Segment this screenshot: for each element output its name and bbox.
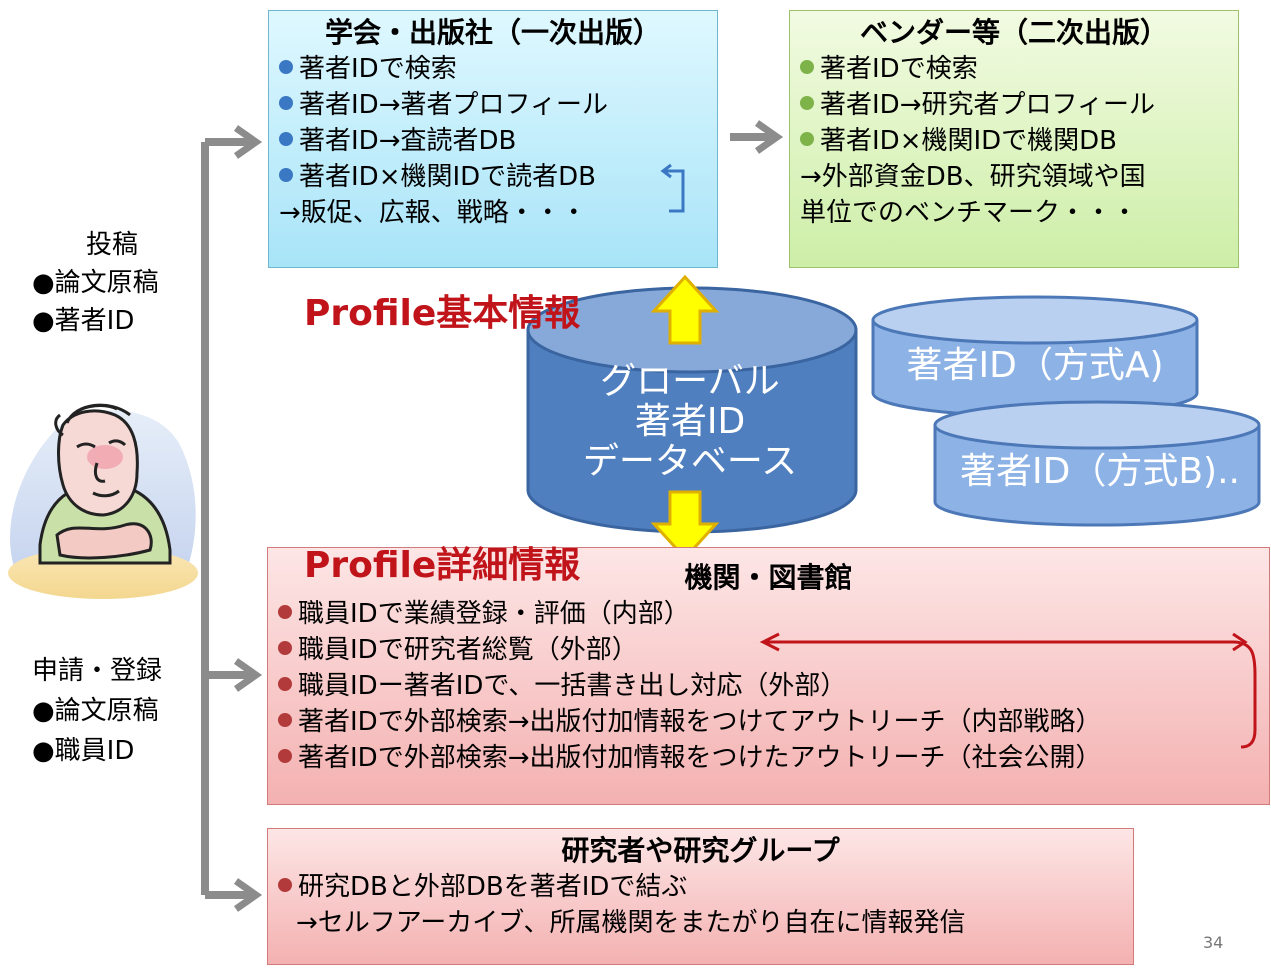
bullet-icon [278, 712, 292, 727]
publisher-item: 著者ID→著者プロフィール [279, 87, 707, 123]
researcher-tail: →セルフアーカイブ、所属機関をまたがり自在に情報発信 [296, 908, 966, 938]
submit-title: 投稿 [86, 230, 139, 260]
bullet-icon [278, 604, 292, 619]
bullet-icon [278, 640, 292, 655]
publisher-title: 学会・出版社（一次出版） [324, 16, 661, 49]
bullet-icon [279, 167, 293, 182]
bullet-icon [800, 95, 814, 110]
global-db-label: グローバル 著者ID データベース [582, 361, 798, 482]
institution-item: 職員IDで研究者総覧（外部） [278, 632, 1259, 668]
institution-item: 著者IDで外部検索→出版付加情報をつけたアウトリーチ（社会公開） [278, 740, 1259, 776]
apply-title: 申請・登録 [32, 656, 163, 686]
publisher-item: 著者IDで検索 [279, 51, 707, 87]
bullet-icon [800, 59, 814, 74]
apply-item-2: ●職員ID [32, 736, 135, 766]
db-a-label: 著者ID（方式A) [906, 345, 1164, 386]
vendor-title: ベンダー等（二次出版） [859, 16, 1168, 49]
arrow-head-bottom [233, 878, 263, 912]
researcher-box: 研究者や研究グループ 研究DBと外部DBを著者IDで結ぶ →セルフアーカイブ、所… [267, 828, 1134, 965]
profile-detail-label: Profile詳細情報 [304, 545, 581, 586]
institution-item: 著者IDで外部検索→出版付加情報をつけてアウトリーチ（内部戦略） [278, 704, 1259, 740]
vendor-item: 著者ID×機関IDで機関DB [800, 123, 1228, 159]
institution-box: 機関・図書館 職員IDで業績登録・評価（内部） 職員IDで研究者総覧（外部） 職… [267, 547, 1270, 805]
db-a-cylinder [871, 295, 1199, 418]
db-b-cylinder [933, 400, 1261, 527]
bullet-icon [279, 59, 293, 74]
institution-title: 機関・図書館 [684, 561, 853, 594]
apply-item-1: ●論文原稿 [32, 696, 159, 726]
vendor-tail-1: →外部資金DB、研究領域や国 [800, 162, 1146, 192]
pub-to-vendor-head [754, 120, 784, 154]
loop-bracket-icon [660, 163, 685, 213]
publisher-item: 著者ID→査読者DB [279, 123, 707, 159]
bullet-icon [279, 131, 293, 146]
bullet-icon [278, 676, 292, 691]
institution-item: 職員IDー著者IDで、一括書き出し対応（外部） [278, 668, 1259, 704]
vendor-box: ベンダー等（二次出版） 著者IDで検索 著者ID→研究者プロフィール 著者ID×… [789, 10, 1239, 268]
arrow-head-top [233, 125, 263, 159]
up-arrow-icon [650, 274, 720, 345]
db-b-label: 著者ID（方式B).. [960, 451, 1240, 492]
page-number: 34 [1203, 933, 1224, 952]
publisher-item: 著者ID×機関IDで読者DB [279, 159, 707, 195]
submit-item-1: ●論文原稿 [32, 268, 159, 298]
down-arrow-icon [650, 490, 720, 561]
bullet-icon [278, 748, 292, 763]
thinking-person-illustration [8, 403, 198, 599]
bullet-icon [278, 877, 292, 892]
profile-basic-label: Profile基本情報 [304, 293, 581, 334]
vendor-item: 著者ID→研究者プロフィール [800, 87, 1228, 123]
publisher-box: 学会・出版社（一次出版） 著者IDで検索 著者ID→著者プロフィール 著者ID→… [268, 10, 718, 268]
researcher-item: 研究DBと外部DBを著者IDで結ぶ [278, 869, 1123, 905]
arrow-head-middle [233, 658, 263, 692]
feedback-arrow [759, 632, 1257, 749]
researcher-title: 研究者や研究グループ [561, 834, 840, 867]
vendor-tail-2: 単位でのベンチマーク・・・ [800, 198, 1138, 228]
submit-item-2: ●著者ID [32, 306, 135, 336]
vendor-item: 著者IDで検索 [800, 51, 1228, 87]
institution-item: 職員IDで業績登録・評価（内部） [278, 596, 1259, 632]
bullet-icon [279, 95, 293, 110]
publisher-tail: →販促、広報、戦略・・・ [279, 198, 587, 228]
bullet-icon [800, 131, 814, 146]
